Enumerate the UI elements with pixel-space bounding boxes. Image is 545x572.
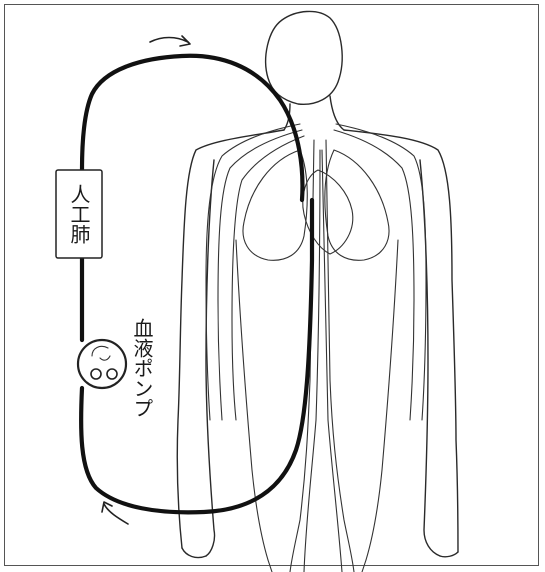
flow-arrow-top [150, 38, 188, 43]
centrifugal-pump [78, 340, 126, 388]
lungs [243, 150, 389, 260]
body-outline [177, 11, 458, 572]
ecmo-circuit [81, 56, 312, 513]
centrifugal-pump-label: 血液ポンプ [130, 318, 154, 418]
flow-arrow-bottom [104, 504, 128, 524]
circuit-tube [82, 56, 302, 200]
artificial-lung-label: 人工肺 [67, 184, 91, 244]
